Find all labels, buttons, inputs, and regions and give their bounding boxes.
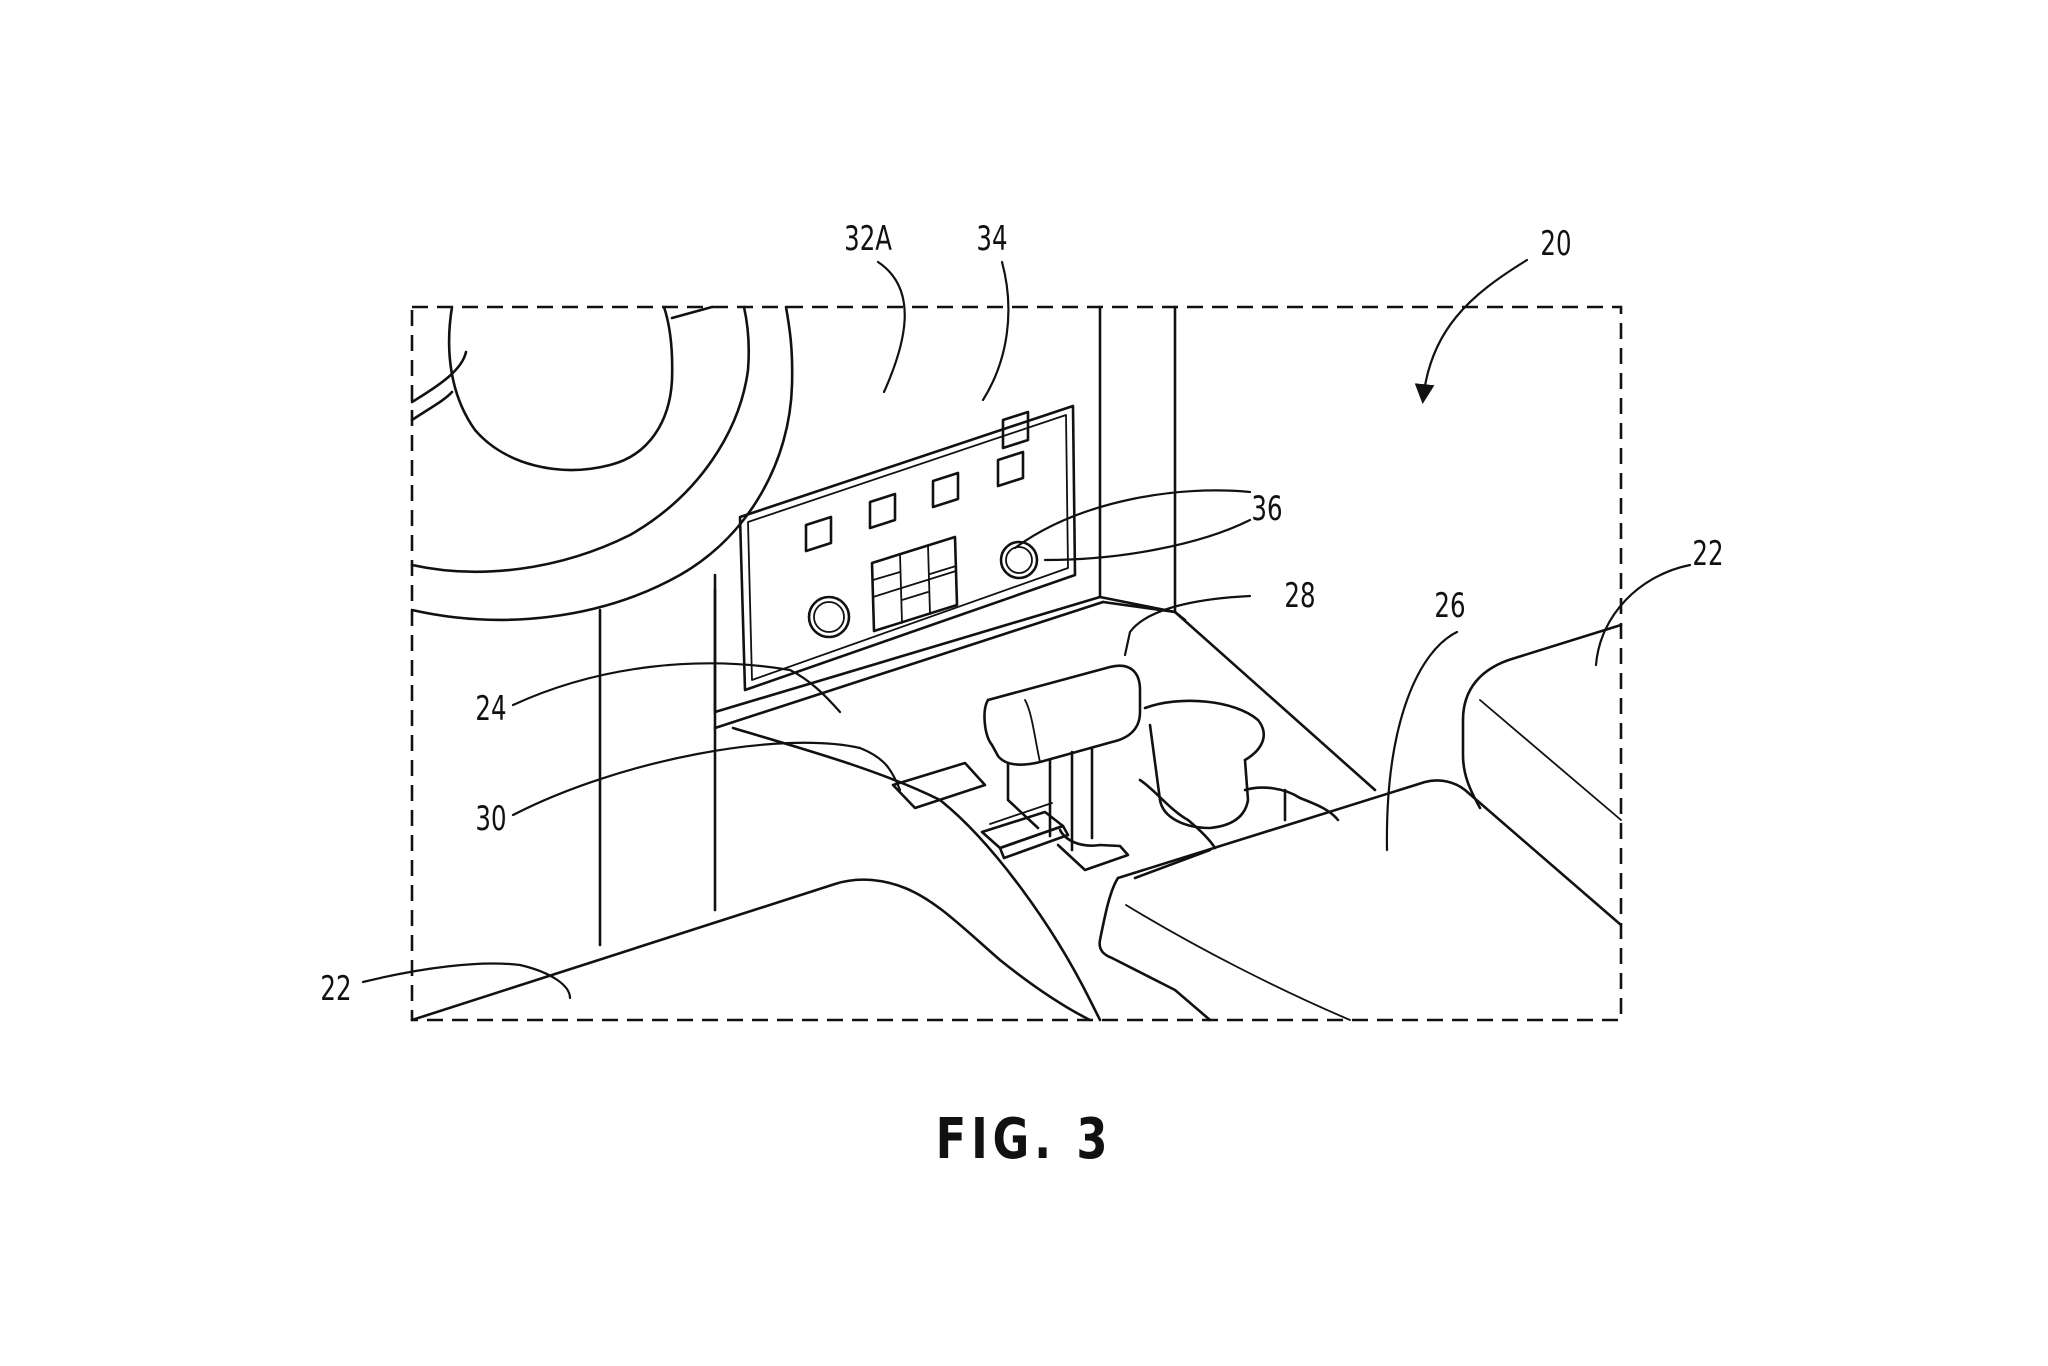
label-control-panel: 34 xyxy=(976,219,1007,258)
steering-wheel xyxy=(410,305,794,622)
right-seat xyxy=(1461,623,1623,821)
view-boundary xyxy=(410,305,1623,1022)
label-dashboard: 32A xyxy=(844,219,892,258)
figure-caption: FIG. 3 xyxy=(936,1106,1113,1171)
label-controls: 36 xyxy=(1251,489,1282,528)
label-seat-right: 22 xyxy=(1692,534,1723,573)
panel-button-2 xyxy=(868,492,897,530)
panel-button-5 xyxy=(1001,410,1030,450)
label-shift-indicator: 30 xyxy=(475,799,506,838)
leader-lines xyxy=(361,258,1692,1000)
armrest xyxy=(1098,779,1623,1022)
panel-button-1 xyxy=(804,515,833,553)
shift-indicator xyxy=(891,761,987,810)
label-armrest: 26 xyxy=(1434,586,1465,625)
label-center-stack: 24 xyxy=(475,689,506,728)
label-seat-left: 22 xyxy=(320,969,351,1008)
shifter xyxy=(983,664,1142,872)
right-knob xyxy=(999,540,1039,580)
cup-holders xyxy=(1133,699,1340,880)
panel-button-3 xyxy=(931,471,960,509)
center-console xyxy=(713,600,1377,1022)
left-seat xyxy=(410,878,1092,1022)
reference-numerals: 32A 34 20 36 28 26 22 24 30 22 xyxy=(320,219,1723,1008)
panel-button-4 xyxy=(996,450,1025,488)
label-interior: 20 xyxy=(1540,224,1571,263)
left-knob xyxy=(807,595,851,639)
label-shifter: 28 xyxy=(1284,576,1315,615)
dashboard xyxy=(598,305,1177,947)
control-panel xyxy=(738,404,1077,692)
